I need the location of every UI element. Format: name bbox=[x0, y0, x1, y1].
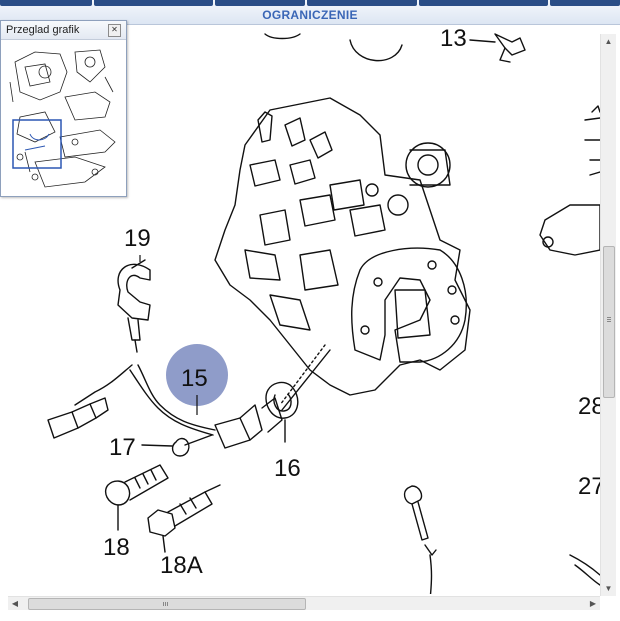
o-ring-16 bbox=[265, 381, 299, 419]
sensor-cable-15 bbox=[74, 364, 133, 406]
horizontal-scrollbar[interactable]: ◀ ▶ bbox=[8, 596, 600, 610]
clamp-19 bbox=[117, 263, 151, 321]
vertical-scrollbar[interactable]: ▲ ▼ bbox=[600, 34, 616, 596]
callout-15-highlight bbox=[166, 344, 228, 406]
arrow-right-icon[interactable]: ▶ bbox=[589, 599, 597, 608]
top-tab[interactable] bbox=[307, 0, 417, 6]
exploded-parts-diagram[interactable]: 13 19 15 17 16 18 18A 28 27 bbox=[0, 24, 600, 594]
spark-part bbox=[403, 485, 423, 505]
overview-panel: Przeglad grafik ✕ bbox=[0, 20, 127, 197]
arrow-left-icon[interactable]: ◀ bbox=[11, 599, 19, 608]
bolt-18 bbox=[104, 480, 131, 506]
vertical-scroll-thumb[interactable] bbox=[603, 246, 615, 398]
overview-panel-header: Przeglad grafik ✕ bbox=[1, 21, 126, 40]
arrow-down-icon[interactable]: ▼ bbox=[604, 584, 613, 593]
top-tab[interactable] bbox=[550, 0, 620, 6]
callout-19[interactable]: 19 bbox=[124, 225, 151, 252]
section-title: OGRANICZENIE bbox=[262, 8, 358, 22]
diagram-viewport[interactable]: 13 19 15 17 16 18 18A 28 27 bbox=[0, 24, 600, 594]
connector-plug bbox=[47, 411, 79, 439]
overview-thumbnail[interactable] bbox=[5, 42, 120, 192]
callout-18a[interactable]: 18A bbox=[160, 552, 203, 579]
callout-27-partial[interactable]: 27 bbox=[578, 473, 600, 500]
top-tab[interactable] bbox=[215, 0, 306, 6]
engine-block-outline bbox=[214, 97, 471, 396]
sensor-bracket-right bbox=[539, 204, 600, 256]
washer-17 bbox=[171, 437, 190, 457]
close-x-icon[interactable]: ✕ bbox=[108, 24, 121, 37]
overview-viewport-marker bbox=[12, 119, 62, 169]
bolt-13-head bbox=[494, 33, 526, 56]
callout-15[interactable]: 15 bbox=[181, 365, 208, 392]
callout-16[interactable]: 16 bbox=[274, 455, 301, 482]
callout-18[interactable]: 18 bbox=[103, 534, 130, 561]
arrow-up-icon[interactable]: ▲ bbox=[604, 37, 613, 46]
flywheel-housing bbox=[351, 247, 467, 363]
horizontal-scroll-thumb[interactable] bbox=[28, 598, 306, 610]
scrollbar-corner bbox=[600, 596, 620, 621]
callout-17[interactable]: 17 bbox=[109, 434, 136, 461]
overview-panel-title: Przeglad grafik bbox=[6, 24, 80, 36]
top-tab-strip bbox=[0, 0, 620, 6]
speed-sensor-body bbox=[214, 417, 251, 449]
top-tab[interactable] bbox=[93, 0, 214, 6]
top-tab[interactable] bbox=[0, 0, 92, 6]
ring-part-top bbox=[349, 39, 403, 62]
bolt-18a bbox=[147, 509, 176, 537]
callout-13[interactable]: 13 bbox=[440, 25, 467, 52]
top-tab[interactable] bbox=[418, 0, 549, 6]
callout-28-partial[interactable]: 28 bbox=[578, 393, 600, 420]
